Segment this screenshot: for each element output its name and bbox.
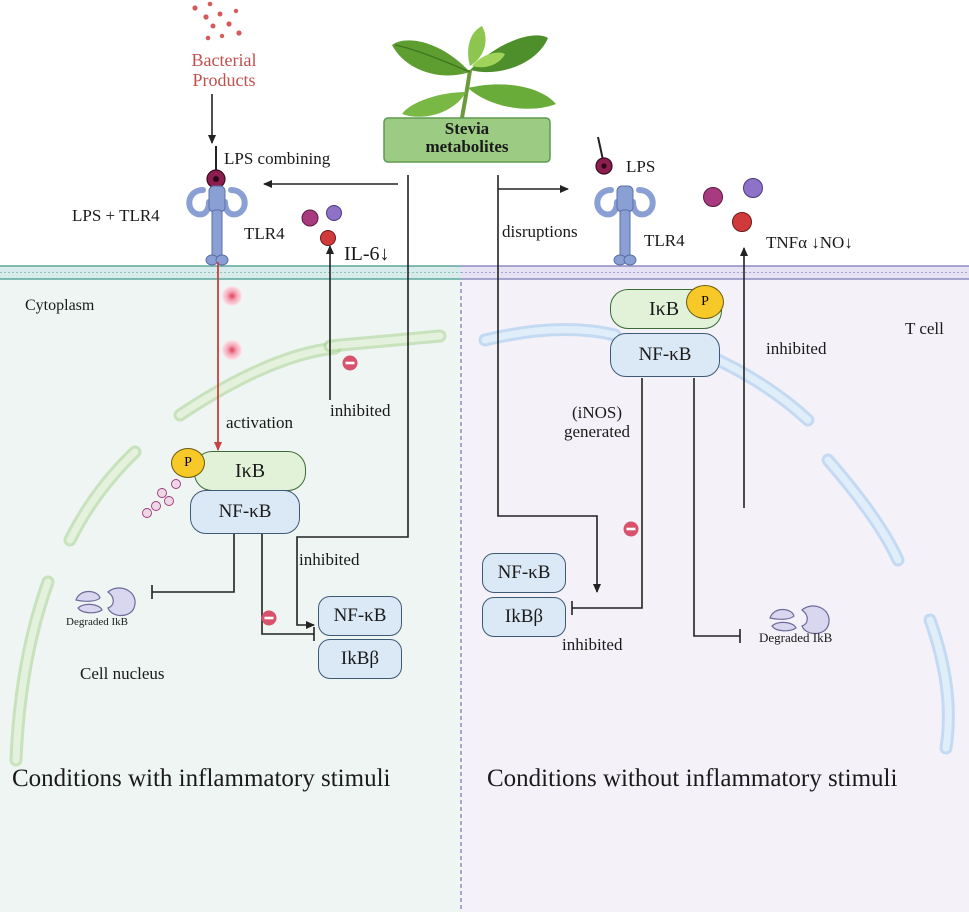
inhibit-line-degraded-right (693, 378, 740, 637)
inhibited-nucleus-label: inhibited (299, 550, 360, 569)
lps-label-right: LPS (626, 157, 656, 176)
arrow-stevia-to-nucleus (296, 175, 409, 629)
ikbb-box-nucleus-left: IkΒβ (318, 639, 402, 679)
stevia-metabolites-label: Stevia metabolites (425, 119, 509, 156)
inhibited-bottom-label: inhibited (562, 635, 623, 654)
lps-combining-label: LPS combining (224, 149, 331, 168)
left-cell-background (0, 268, 461, 912)
left-nucleus-envelope (9, 329, 447, 767)
cytoplasm-label: Cytoplasm (25, 297, 95, 314)
cytokine-circle-purple (326, 205, 342, 221)
cytokine-circle-red-right (732, 212, 752, 232)
minus-icon (342, 355, 358, 371)
minus-icon (623, 521, 639, 537)
il6-label: IL-6↓ (344, 243, 390, 265)
signal-dot-2 (222, 340, 242, 360)
right-nucleus-envelope (478, 323, 955, 755)
phosphate-circle-left: P (171, 448, 205, 478)
tlr4-label-left: TLR4 (244, 224, 285, 243)
right-tlr4-receptor (597, 186, 652, 265)
phosphate-circle-right: P (686, 285, 724, 319)
arrow-stevia-to-nucleus-right (497, 175, 601, 593)
degraded-ikb-label-left: Degraded IkB (66, 616, 129, 628)
caption-left: Conditions with inflammatory stimuli (12, 765, 391, 792)
stevia-plant-image (392, 26, 556, 119)
nfkb-box-right: NF-κB (610, 333, 720, 377)
right-membrane (461, 265, 969, 280)
inos-generated-label: (iNOS) generated (563, 403, 631, 441)
cytokine-circle-magenta (301, 209, 319, 227)
cytokine-circle-magenta-right (703, 187, 723, 207)
inhibited-il6-label: inhibited (330, 401, 391, 420)
nfkb-box-nucleus-left: NF-κB (318, 596, 402, 636)
bacterial-products-label: Bacterial Products (191, 50, 257, 90)
left-membrane (0, 265, 461, 280)
nfkb-box-nucleus-right: NF-κB (482, 553, 566, 593)
signal-dot-1 (222, 286, 242, 306)
tnfa-no-label: TNFα ↓NO↓ (766, 233, 853, 252)
caption-right: Conditions without inflammatory stimuli (487, 765, 898, 792)
lps-tlr4-label: LPS + TLR4 (72, 206, 160, 225)
degraded-ikb-label-right: Degraded IkB (759, 630, 833, 645)
phosphate-dots (142, 479, 181, 518)
disruptions-label: disruptions (502, 222, 578, 241)
right-lps-tail (597, 136, 604, 161)
tlr4-label-right: TLR4 (644, 231, 685, 250)
cytokine-circle-purple-right (743, 178, 763, 198)
t-cell-label: T cell (905, 319, 944, 338)
inhibited-up-label: inhibited (766, 339, 827, 358)
nfkb-box-left: NF-κB (190, 490, 300, 534)
activation-label: activation (226, 413, 294, 432)
ikb-box-left: IκB (194, 451, 306, 491)
left-tlr4-receptor (189, 186, 244, 265)
stevia-box (383, 117, 551, 163)
inhibit-line-degraded-left (152, 534, 235, 593)
bacterial-particles (192, 1, 242, 41)
cell-nucleus-label: Cell nucleus (80, 664, 165, 683)
inhibit-line-inos (572, 378, 643, 609)
minus-icon (261, 610, 277, 626)
cytokine-circle-red (320, 230, 336, 246)
ikbb-box-nucleus-right: IkΒβ (482, 597, 566, 637)
line-nfkb-to-nucleus-left (261, 534, 314, 635)
